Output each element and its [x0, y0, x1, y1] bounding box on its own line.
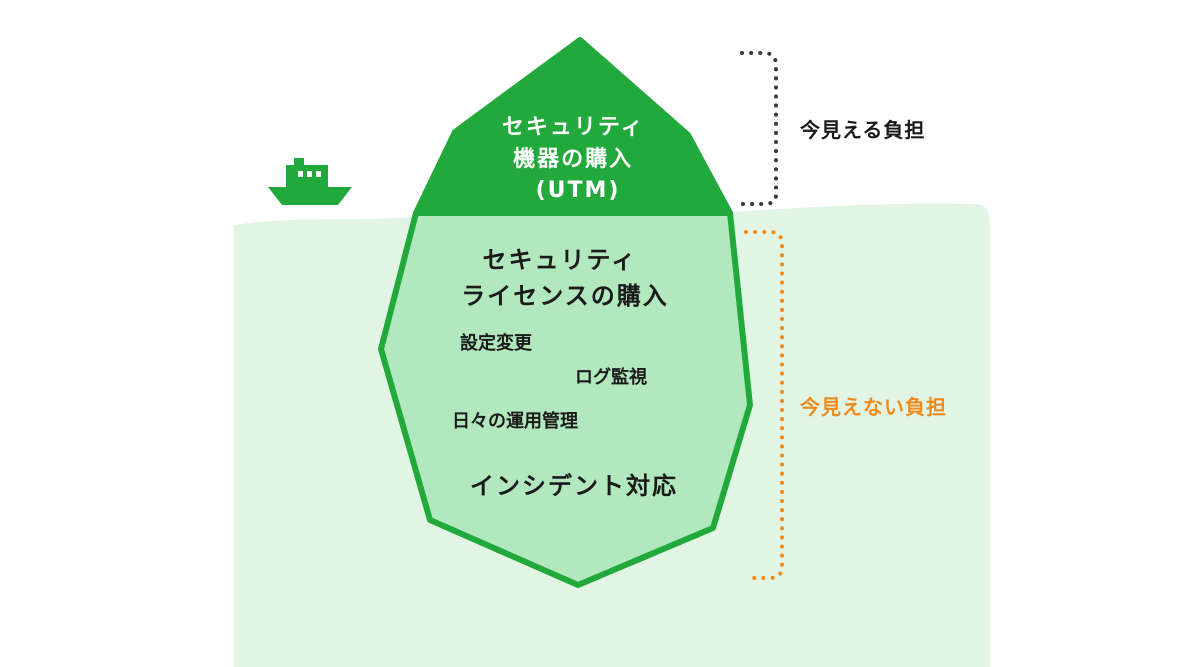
tip-line-3: (UTM) [536, 178, 621, 203]
under-title-line-2: ライセンスの購入 [461, 282, 669, 310]
underwater-title: セキュリティ ライセンスの購入 [461, 246, 669, 310]
visible-bracket [740, 51, 778, 206]
under-title-line-1: セキュリティ [483, 246, 638, 274]
item-incident-response: インシデント対応 [470, 472, 678, 500]
item-daily-operations: 日々の運用管理 [452, 410, 578, 432]
tip-line-2: 機器の購入 [513, 147, 633, 172]
iceberg-underwater [378, 210, 753, 588]
hidden-burden-label: 今見えない負担 [800, 395, 947, 419]
iceberg-tip [413, 37, 733, 216]
tip-line-1: セキュリティ [502, 115, 645, 140]
item-log-monitoring: ログ監視 [575, 366, 647, 388]
visible-burden-label: 今見える負担 [800, 118, 925, 142]
hidden-bracket [744, 230, 784, 580]
ship-icon [268, 158, 352, 205]
item-settings-change: 設定変更 [460, 332, 533, 354]
tip-label: セキュリティ 機器の購入 (UTM) [502, 115, 654, 203]
